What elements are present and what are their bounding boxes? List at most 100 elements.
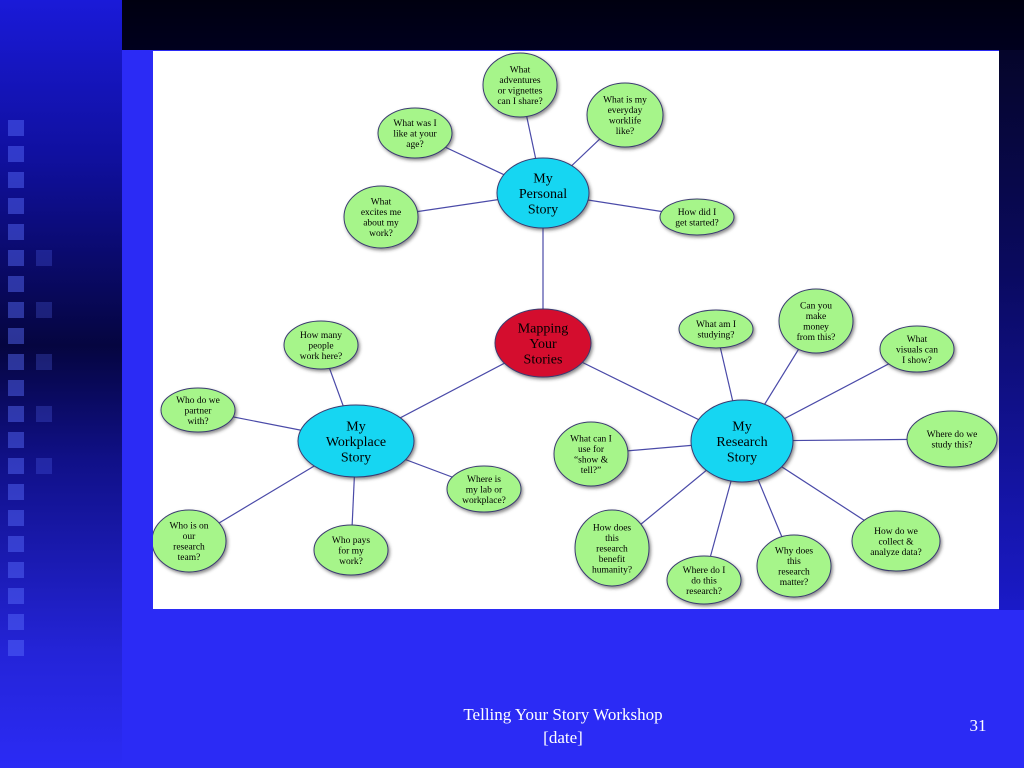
decorative-square [8,302,24,318]
decorative-square [36,250,52,266]
workplace-question-bubble-shape [160,387,236,433]
research-question-bubble-label-line: benefit [599,554,626,565]
decorative-square [8,120,24,136]
decorative-square [8,146,24,162]
top-dark-band [122,0,1024,50]
research-question-bubble-label-line: “show & [574,456,609,466]
research-question-bubble-label-line: from this? [797,332,836,343]
personal-question-bubble-shape [343,185,419,249]
decorative-square [8,406,24,422]
workplace-story-hub-label-line: My [346,419,365,434]
decorative-square [36,406,52,422]
research-question-bubble-label-line: Can you [800,302,832,312]
research-question-bubble-shape [678,309,754,349]
footer-title-line2: [date] [543,728,583,747]
research-question-bubble-label-line: analyze data? [870,548,921,558]
decorative-square [8,484,24,500]
personal-question-bubble-label-line: can I share? [497,97,542,107]
decorative-square [8,588,24,604]
personal-question-bubble-label-line: about my [363,219,399,229]
research-question-bubble-shape [778,288,854,354]
workplace-story-hub-label-line: Story [341,450,371,465]
personal-question-bubble-label-line: What [510,66,531,76]
personal-question-bubble-label-line: like? [616,127,634,137]
research-question-bubble-label-line: use for [578,444,605,455]
workplace-story-hub-label-line: Workplace [326,435,386,450]
decorative-square [8,562,24,578]
decorative-square [8,224,24,240]
workplace-question-bubble-shape [283,320,359,370]
footer-title: Telling Your Story Workshop [date] [400,703,726,749]
personal-question-bubble-shape [377,107,453,159]
personal-question-bubble-shape [659,198,735,236]
workplace-question-bubble-label-line: How many [300,331,342,341]
personal-question-bubble-label-line: How did I [678,208,717,218]
decorative-square [8,172,24,188]
research-question-bubble-label-line: How do we [874,527,918,537]
workplace-question-bubble-label-line: with? [187,417,208,427]
workplace-question-bubble-label-line: for my [338,545,364,556]
research-question-bubble-label-line: research [596,544,628,554]
workplace-question-bubble-shape [313,524,389,576]
research-story-hub-label-line: Story [727,450,757,465]
decorative-square [8,458,24,474]
workplace-question-bubble-label-line: workplace? [462,496,506,506]
decorative-square [8,380,24,396]
mapping-your-stories-center-shape [494,308,592,378]
research-question-bubble-shape [574,509,650,587]
research-question-bubble-label-line: What can I [570,435,612,445]
personal-question-bubble-label-line: work? [369,229,393,239]
workplace-story-hub-shape [297,404,415,478]
decorative-square [8,510,24,526]
personal-question-bubble-label-line: adventures [499,76,540,86]
personal-question-bubble-label-line: worklife [609,116,641,127]
mapping-your-stories-center-label-line: Stories [524,352,563,367]
personal-story-hub-shape [496,157,590,229]
workplace-question-bubble-label-line: work here? [300,352,342,362]
research-question-bubble-shape [851,510,941,572]
decorative-square [8,276,24,292]
mapping-your-stories-center-label-line: Mapping [518,321,569,336]
research-question-bubble-label-line: humanity? [592,565,632,575]
research-question-bubble-label-line: this [787,557,801,567]
workplace-question-bubble-label-line: partner [185,406,213,416]
research-question-bubble-label-line: What am I [696,320,736,330]
workplace-question-bubble-shape [153,509,227,573]
workplace-question-bubble-label-line: my lab or [466,485,503,495]
personal-question-bubble-label-line: excites me [361,208,401,218]
research-question-bubble-shape [666,555,742,605]
research-question-bubble-label-line: research [778,568,810,578]
research-question-bubble-label-line: study this? [932,441,973,451]
personal-question-bubble-label-line: get started? [675,219,719,229]
decorative-square [8,198,24,214]
slide-number: 31 [969,716,987,735]
research-question-bubble-label-line: this [605,534,619,544]
research-question-bubble-label-line: Where do I [683,566,726,576]
research-question-bubble-shape [906,410,998,468]
personal-question-bubble-label-line: like at your [393,129,437,139]
footer-title-line1: Telling Your Story Workshop [463,705,663,724]
personal-story-hub-label-line: My [533,171,552,186]
personal-question-bubble-label-line: or vignettes [498,87,543,97]
decorative-square [8,328,24,344]
workplace-question-bubble-label-line: work? [339,557,363,567]
personal-story-hub-label-line: Personal [519,187,567,202]
